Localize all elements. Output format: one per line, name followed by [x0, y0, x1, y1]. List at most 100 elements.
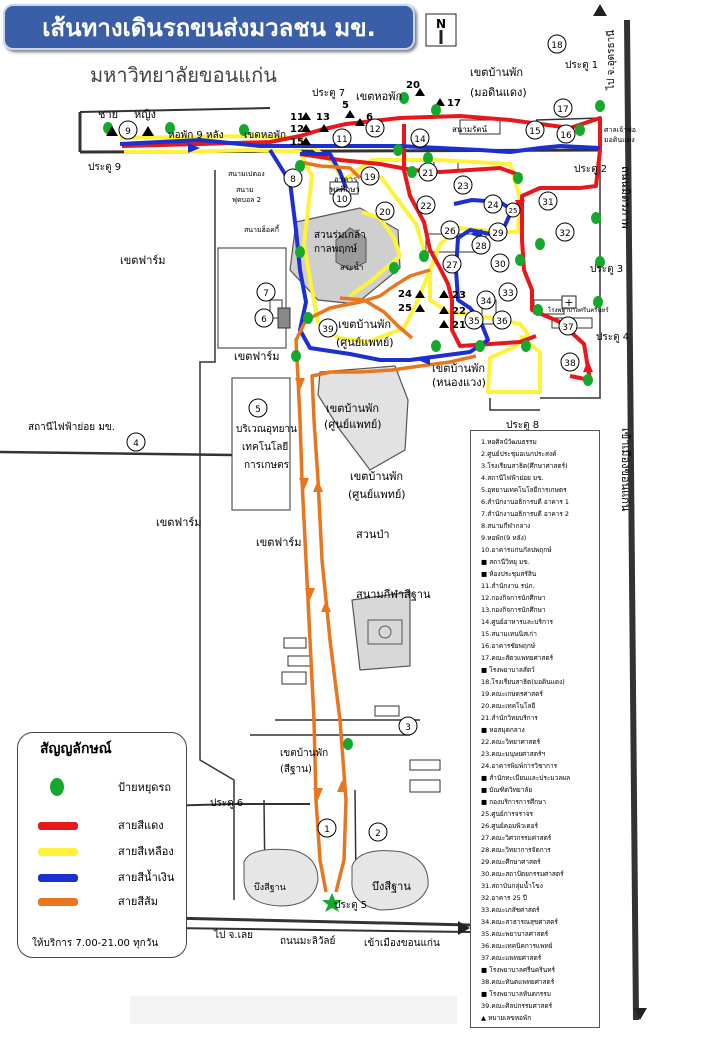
bld-19: 19 [360, 166, 380, 186]
bld-32: 32 [555, 222, 575, 242]
svg-text:บึงสีฐาน: บึงสีฐาน [372, 880, 411, 893]
svg-text:17: 17 [447, 98, 461, 109]
bld-1: 1 [317, 818, 337, 838]
svg-text:32: 32 [559, 229, 570, 239]
key-item: 13.กองกิจการนักศึกษา [481, 606, 546, 614]
svg-text:ประตู 7: ประตู 7 [312, 88, 345, 99]
svg-text:10: 10 [336, 195, 348, 205]
bld-23: 23 [453, 175, 473, 195]
bld-21: 21 [418, 162, 438, 182]
svg-text:ประตู 1: ประตู 1 [565, 60, 598, 71]
building-key-panel [470, 430, 600, 1028]
key-item: 2.ศูนย์ประชุมอเนกประสงค์ [481, 450, 557, 458]
key-item: 33.คณะเภสัชศาสตร์ [481, 906, 540, 914]
bld-15: 15 [525, 120, 545, 140]
key-item: 11.สำนักงาน รปภ. [481, 582, 535, 590]
legend-yellow-label: สายสีเหลือง [118, 845, 174, 858]
svg-text:สวนร่มเกล้า: สวนร่มเกล้า [314, 229, 366, 241]
footer-bar [130, 996, 457, 1024]
gender-icons [106, 126, 154, 136]
key-item: 37.คณะแพทยศาสตร์ [481, 954, 542, 962]
bld-24: 24 [483, 194, 503, 214]
key-item: ■ โรงพยาบาลศรีนครินทร์ [481, 966, 555, 974]
svg-text:2: 2 [375, 829, 381, 839]
key-item: 19.คณะเกษตรศาสตร์ [481, 690, 543, 698]
svg-text:เข้าเมืองขอนแก่น: เข้าเมืองขอนแก่น [619, 428, 632, 512]
svg-text:ประตู 9: ประตู 9 [88, 162, 121, 173]
svg-text:สนามรัตน์: สนามรัตน์ [452, 124, 488, 134]
bld-12: 12 [365, 118, 385, 138]
svg-text:สวนป่า: สวนป่า [356, 528, 390, 541]
road-west-border [199, 170, 235, 900]
legend-title: สัญญลักษณ์ [40, 741, 112, 757]
svg-text:24: 24 [487, 201, 499, 211]
key-item: 14.ศูนย์อาหารและบริการ [481, 618, 554, 626]
svg-text:ประตู 8: ประตู 8 [506, 420, 539, 431]
svg-text:28: 28 [475, 242, 487, 252]
key-item: ■ กองบริการการศึกษา [481, 798, 546, 806]
bld-18: 18 [547, 34, 567, 54]
svg-text:บึงสีฐาน: บึงสีฐาน [254, 882, 286, 893]
svg-text:เขตฟาร์ม: เขตฟาร์ม [156, 516, 202, 529]
svg-text:34: 34 [480, 297, 492, 307]
svg-text:19: 19 [364, 173, 376, 183]
key-item: 16.อาคารชัยพฤกษ์ [481, 642, 536, 650]
legend-blue-label: สายสีน้ำเงิน [118, 871, 175, 884]
key-item: 4.สถานีไฟฟ้าย่อย มข. [481, 474, 544, 482]
svg-text:33: 33 [502, 289, 513, 299]
legend-red-swatch [38, 822, 78, 830]
svg-text:สนามฮ็อคกี้: สนามฮ็อคกี้ [244, 223, 280, 234]
key-item: 18.โรงเรียนสาธิต(มอดินแดง) [481, 678, 565, 686]
key-item: 5.อุทยานเทคโนโลยีการเกษตร [481, 486, 567, 494]
svg-text:16: 16 [560, 131, 572, 141]
svg-text:มอดินแดง: มอดินแดง [604, 136, 635, 144]
svg-text:(ศูนย์แพทย์): (ศูนย์แพทย์) [324, 418, 382, 431]
svg-text:17: 17 [557, 105, 568, 115]
legend-yellow-swatch [38, 848, 78, 856]
svg-text:15: 15 [529, 127, 540, 137]
svg-text:15: 15 [290, 137, 304, 148]
road-bottom [169, 916, 471, 927]
key-item: 7.สำนักงานอธิการบดี อาคาร 2 [481, 510, 570, 518]
svg-text:14: 14 [414, 135, 426, 145]
bld-2: 2 [368, 822, 388, 842]
bld-39: 39 [318, 318, 338, 338]
key-item: 15.สนามเทนนิสเก่า [481, 630, 537, 638]
key-item: 36.คณะเทคนิคการแพทย์ [481, 942, 553, 950]
svg-text:การเกษตร: การเกษตร [244, 460, 290, 471]
svg-text:4: 4 [133, 439, 139, 449]
svg-text:เข้าเมืองขอนแก่น: เข้าเมืองขอนแก่น [364, 937, 440, 949]
key-item: 10.อาคารแก่นกัลปพฤกษ์ [481, 546, 552, 554]
legend-orange-label: สายสีส้ม [118, 895, 159, 908]
bld-20: 20 [375, 201, 395, 221]
svg-text:เขตบ้านพัก: เขตบ้านพัก [350, 470, 403, 483]
bld-6: 6 [254, 308, 274, 328]
ponds [243, 227, 429, 911]
svg-text:ประตู 3: ประตู 3 [590, 264, 623, 275]
svg-text:ฟุตบอล 2: ฟุตบอล 2 [232, 196, 261, 204]
bld-26: 26 [440, 220, 460, 240]
svg-text:23: 23 [457, 182, 468, 192]
svg-text:25: 25 [398, 303, 412, 314]
key-item: 1.หอศิลป์วัฒนธรรม [481, 438, 537, 446]
legend-orange-swatch [38, 898, 78, 906]
svg-text:8: 8 [290, 175, 296, 185]
svg-text:22: 22 [420, 202, 431, 212]
svg-text:เขตบ้านพัก: เขตบ้านพัก [280, 747, 328, 759]
svg-text:37: 37 [562, 323, 573, 333]
svg-text:11: 11 [290, 112, 304, 123]
bld-5: 5 [248, 398, 268, 418]
key-item: 23.คณะมนุษยศาสตร์ฯ [481, 750, 546, 758]
key-item: 31.สถาบันกลุ่มน้ำโขง [481, 882, 543, 890]
zone-stadium [351, 591, 411, 671]
legend-stop-label: ป้ายหยุดรถ [118, 781, 172, 794]
svg-text:9: 9 [125, 127, 131, 137]
key-item: ■ บัณฑิตวิทยาลัย [481, 786, 533, 794]
svg-text:+: + [564, 296, 573, 309]
key-item: 21.สำนักวิทยบริการ [481, 714, 538, 722]
bld-3: 3 [398, 716, 418, 736]
zone-admin [217, 247, 287, 349]
svg-text:11: 11 [336, 135, 347, 145]
svg-text:18: 18 [551, 41, 563, 51]
key-item: 22.คณะวิทยาศาสตร์ [481, 738, 541, 746]
